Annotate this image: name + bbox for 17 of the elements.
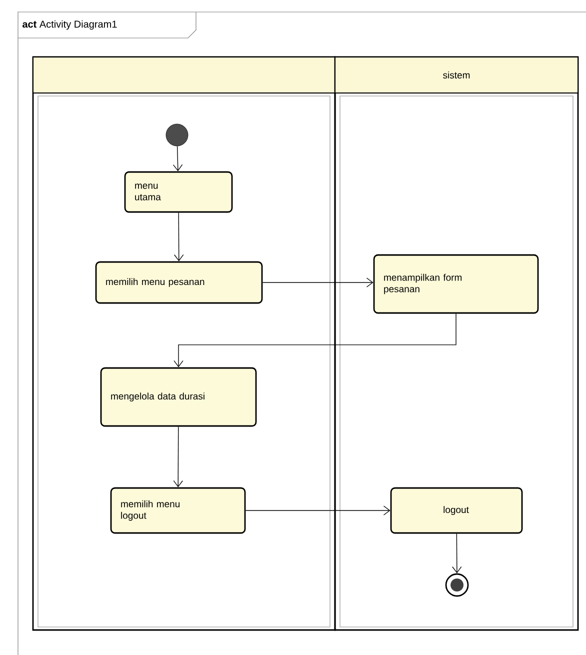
action-box: memilih menu logout [110,487,246,534]
title: act Activity Diagram1 [22,20,117,30]
action-box: memilih menu pesanan [95,261,263,304]
action-box: menampilkan form pesanan [373,254,539,314]
arrow [452,533,462,574]
arrow [174,313,456,368]
arrow [245,506,390,516]
arrow [262,278,374,288]
action-box: menu utama [124,171,233,213]
swimlane [32,56,336,631]
action-box: mengelola data durasi [100,367,257,427]
arrow [173,426,183,488]
arrow [172,146,183,172]
initial-node [166,124,188,146]
arrow [174,212,184,262]
final-node [445,573,469,597]
action-box: logout [390,487,523,534]
